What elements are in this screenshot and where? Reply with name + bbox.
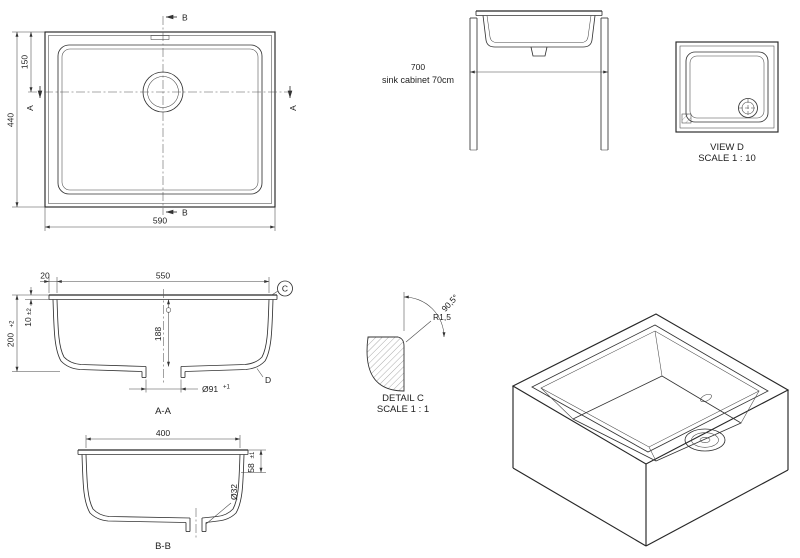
dim-590: 590 bbox=[153, 216, 167, 226]
iso-overflow-hole bbox=[700, 393, 712, 403]
corner-detail-hatch bbox=[681, 113, 692, 124]
basin-profile bbox=[482, 15, 596, 48]
iso-outer-rim bbox=[511, 313, 790, 465]
dim-550: 550 bbox=[156, 271, 170, 281]
dim-10-tol: ±2 bbox=[27, 308, 33, 315]
sink-outer-edge bbox=[44, 31, 276, 208]
dim-10: 10 bbox=[23, 317, 33, 327]
label-d: D bbox=[265, 375, 271, 385]
cabinet-left-side bbox=[469, 17, 478, 151]
dim-radius: R1,5 bbox=[433, 312, 451, 322]
dim-angle: 90,5° bbox=[439, 292, 460, 313]
dim-20: 20 bbox=[40, 271, 50, 281]
section-label-b-top: B bbox=[182, 13, 188, 23]
dim-d91: Ø91 bbox=[202, 384, 218, 394]
dim-440: 440 bbox=[6, 113, 16, 127]
detail-c-balloon bbox=[277, 280, 293, 297]
iso-inner-rim bbox=[531, 324, 769, 453]
section-aa-title: A-A bbox=[155, 406, 172, 417]
plan-view: B B A A 440 150 590 bbox=[6, 13, 298, 231]
drain-hole-bottom bbox=[738, 98, 758, 118]
view-d-title: VIEW D bbox=[710, 142, 744, 153]
iso-drain bbox=[684, 428, 726, 452]
dim-d91-tol: +1 bbox=[223, 385, 231, 391]
section-bb-view: 400 58 ±1 Ø32 B-B bbox=[77, 428, 266, 552]
view-d-scale: SCALE 1 : 10 bbox=[698, 153, 756, 164]
cabinet-right-side bbox=[600, 17, 609, 151]
overflow-slot bbox=[150, 35, 170, 40]
detail-c-title: DETAIL C bbox=[382, 393, 424, 404]
bowl-edge bbox=[57, 44, 263, 195]
section-label-b-bottom: B bbox=[182, 208, 188, 218]
section-label-a-left: A bbox=[25, 105, 35, 111]
rim-corner-section bbox=[366, 336, 405, 392]
dim-700: 700 bbox=[411, 62, 425, 72]
dim-400: 400 bbox=[156, 428, 170, 438]
drain-stub bbox=[530, 46, 548, 57]
front-view: 700 sink cabinet 70cm bbox=[382, 10, 609, 151]
section-label-a-right: A bbox=[288, 105, 298, 111]
dim-200-tol: +2 bbox=[10, 320, 16, 328]
dim-200: 200 bbox=[6, 333, 16, 347]
label-c: C bbox=[282, 284, 288, 294]
view-d: VIEW D SCALE 1 : 10 bbox=[675, 41, 779, 164]
iso-bowl-bottom bbox=[572, 375, 742, 462]
section-aa-view: 550 20 C 10 ±2 200 +2 188 Ø91 +1 D A-A bbox=[6, 271, 293, 417]
dim-d32: Ø32 bbox=[229, 484, 239, 500]
section-bb-title: B-B bbox=[155, 541, 171, 552]
dim-58-tol: ±1 bbox=[250, 451, 256, 458]
cabinet-label: sink cabinet 70cm bbox=[382, 75, 454, 85]
detail-c-view: 90,5° R1,5 DETAIL C SCALE 1 : 1 bbox=[366, 292, 460, 415]
isometric-view bbox=[511, 313, 790, 547]
dim-150: 150 bbox=[20, 55, 30, 69]
dim-58: 58 bbox=[246, 463, 256, 473]
dim-188: 188 bbox=[153, 327, 163, 341]
detail-c-scale: SCALE 1 : 1 bbox=[377, 404, 429, 415]
